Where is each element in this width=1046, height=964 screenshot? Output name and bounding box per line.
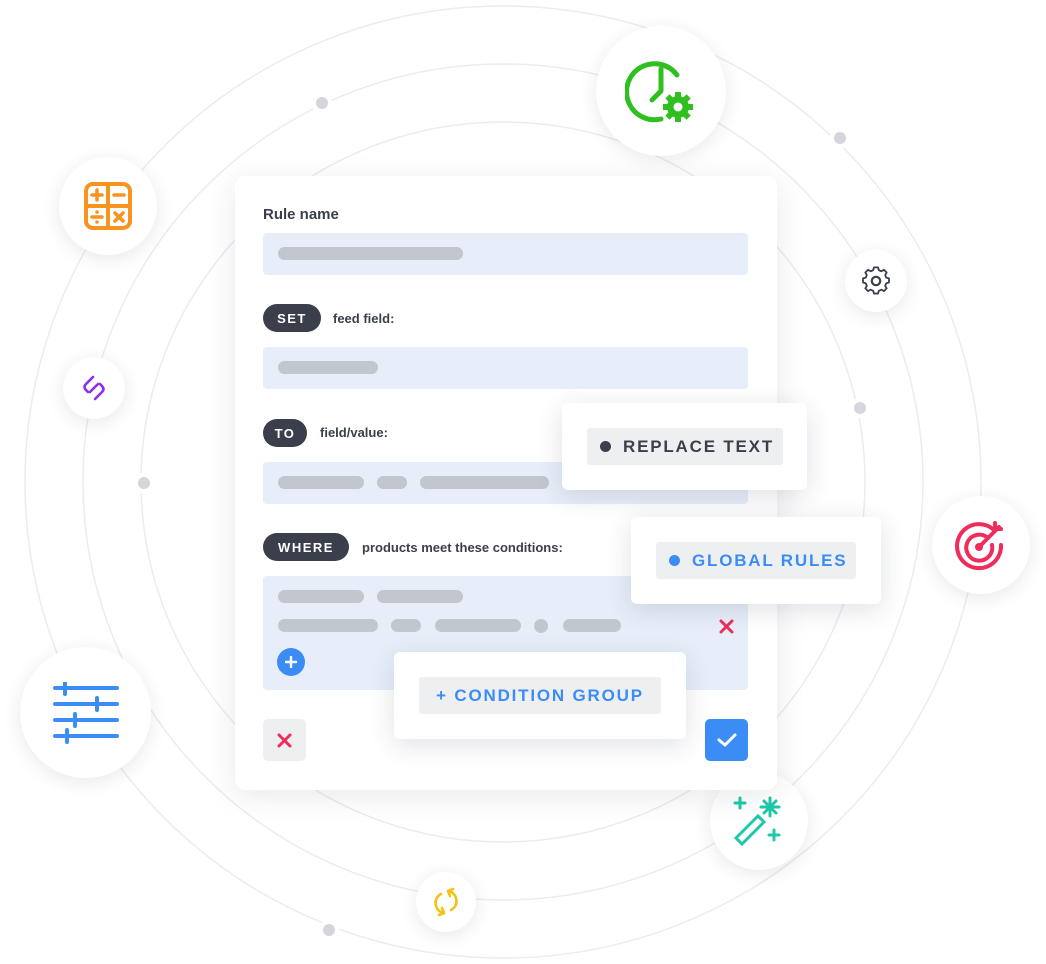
placeholder-bar (278, 619, 378, 632)
chip-dot (600, 441, 611, 452)
placeholder-bar (278, 590, 364, 603)
feed-field-select[interactable] (263, 347, 748, 389)
cancel-button[interactable] (263, 719, 306, 761)
replace-text-chip[interactable]: REPLACE TEXT (587, 428, 783, 465)
check-icon (717, 733, 736, 747)
sliders-icon (52, 681, 119, 744)
close-icon (277, 733, 292, 747)
remove-condition-icon[interactable] (719, 619, 734, 634)
target-icon (955, 521, 1004, 571)
placeholder-dot (534, 619, 548, 633)
rule-name-input[interactable] (263, 233, 748, 275)
plus-icon (285, 656, 297, 668)
sliders-icon-circle (20, 647, 151, 778)
condition-group-button[interactable]: + CONDITION GROUP (419, 677, 661, 714)
global-rules-popup: GLOBAL RULES (631, 517, 881, 604)
replace-text-label: REPLACE TEXT (623, 436, 775, 456)
placeholder-bar (420, 476, 549, 489)
global-rules-label: GLOBAL RULES (692, 550, 848, 570)
gear-icon (862, 266, 890, 295)
where-pill: WHERE (263, 533, 349, 561)
placeholder-bar (435, 619, 521, 632)
set-label: feed field: (333, 311, 395, 326)
replace-text-popup: REPLACE TEXT (562, 403, 807, 490)
placeholder-bar (563, 619, 621, 632)
gear-icon-circle (845, 250, 907, 312)
add-condition-button[interactable] (277, 648, 305, 676)
refresh-icon (434, 887, 458, 917)
placeholder-bar (278, 247, 463, 260)
refresh-icon-circle (416, 872, 476, 932)
confirm-button[interactable] (705, 719, 748, 761)
to-label: field/value: (320, 425, 388, 440)
magic-wand-icon (733, 796, 781, 847)
condition-group-label: + CONDITION GROUP (436, 685, 644, 705)
calculator-icon (84, 182, 132, 230)
placeholder-bar (278, 361, 378, 374)
calculator-icon-circle (59, 157, 157, 255)
global-rules-chip[interactable]: GLOBAL RULES (656, 542, 856, 579)
link-icon (83, 375, 105, 401)
clock-gear-icon (625, 61, 693, 123)
target-icon-circle (932, 496, 1030, 594)
link-icon-circle (63, 357, 125, 419)
chip-dot (669, 555, 680, 566)
to-pill: TO (263, 419, 307, 447)
placeholder-bar (278, 476, 364, 489)
set-pill: SET (263, 304, 321, 332)
placeholder-bar (377, 590, 463, 603)
where-label: products meet these conditions: (362, 540, 563, 555)
rule-name-label: Rule name (263, 206, 339, 223)
condition-group-popup: + CONDITION GROUP (394, 652, 686, 739)
placeholder-bar (391, 619, 421, 632)
clock-gear-icon-circle (596, 26, 726, 156)
placeholder-bar (377, 476, 407, 489)
